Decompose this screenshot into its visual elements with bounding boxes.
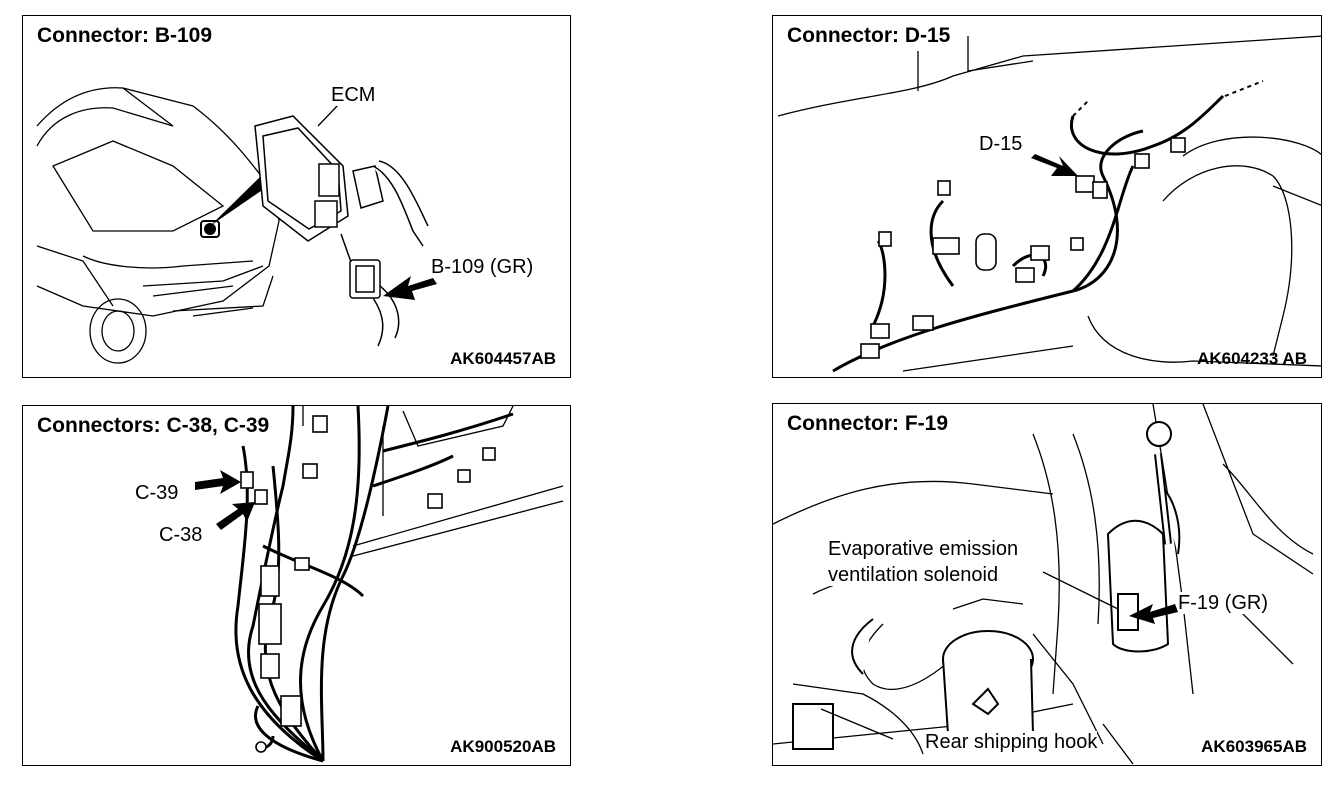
panel-connectors-c38-c39: Connectors: C-38, C-39 C-39 C-38 AK90052… xyxy=(22,405,571,766)
car-ecm-illustration xyxy=(36,87,437,364)
d15-connector-label: D-15 xyxy=(979,133,1023,155)
panel-connector-f19: Connector: F-19 Evaporative emission ven… xyxy=(772,403,1322,766)
c38-c39-harness-illustration xyxy=(195,406,564,763)
figure-code: AK604233 AB xyxy=(1197,349,1307,368)
figure-code: AK603965AB xyxy=(1201,737,1307,756)
panel-connector-d15: Connector: D-15 D-15 AK604233 AB xyxy=(772,15,1322,378)
panel-title: Connector: F-19 xyxy=(785,412,951,436)
panel-title: Connector: D-15 xyxy=(785,24,953,48)
rear-shipping-hook-label: Rear shipping hook xyxy=(925,731,1098,753)
c38-connector-label: C-38 xyxy=(159,524,203,546)
d15-harness-illustration xyxy=(777,35,1321,373)
ecm-label: ECM xyxy=(331,84,376,106)
solenoid-label-line1: Evaporative emission xyxy=(828,538,1019,560)
panel-connector-b109: Connector: B-109 ECM B-109 (GR) AK604457… xyxy=(22,15,571,378)
panel-title: Connector: B-109 xyxy=(35,24,215,48)
figure-code: AK604457AB xyxy=(450,349,556,368)
figure-code: AK900520AB xyxy=(450,737,556,756)
solenoid-label-line2: ventilation solenoid xyxy=(828,564,999,586)
c39-connector-label: C-39 xyxy=(135,482,179,504)
f19-connector-label: F-19 (GR) xyxy=(1178,592,1268,614)
f19-solenoid-illustration xyxy=(773,404,1314,765)
panel-title: Connectors: C-38, C-39 xyxy=(35,414,272,438)
b109-connector-label: B-109 (GR) xyxy=(431,256,534,278)
